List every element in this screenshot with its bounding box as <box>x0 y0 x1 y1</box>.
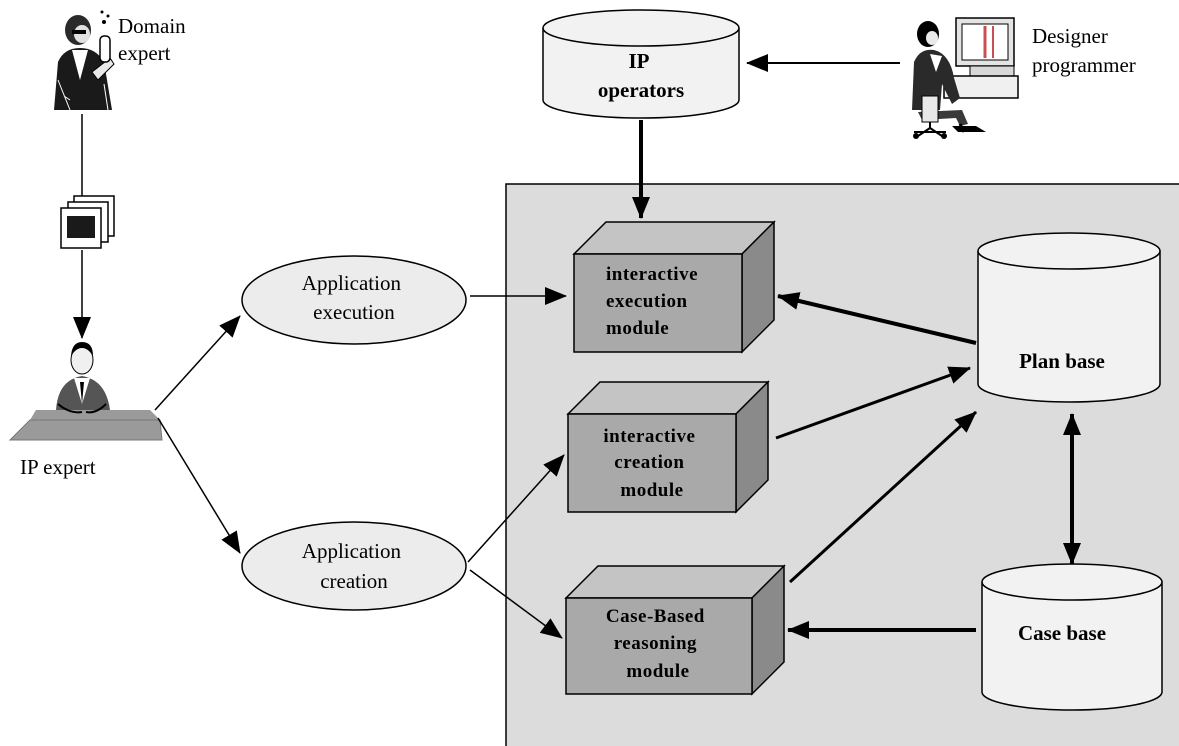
case-base-label: Case base <box>1018 621 1106 645</box>
ip-expert-label: IP expert <box>20 455 96 479</box>
ip-operators-label: IP operators <box>598 49 684 102</box>
interactive-execution-module <box>572 220 776 354</box>
creation-to-case-based-arrow <box>469 569 563 639</box>
ip-operators-database <box>542 9 740 119</box>
designer-programmer-label: Designer programmer <box>1032 24 1136 77</box>
designer-programmer-icon <box>912 17 1019 139</box>
interactive-creation-label: interactive creation module <box>603 426 700 501</box>
plan-base-database <box>977 232 1161 403</box>
domain-expert-label: Domain expert <box>118 14 191 65</box>
case-based-reasoning-label: Case-Based reasoning module <box>606 606 710 682</box>
plan-base-label: Plan base <box>1019 349 1105 373</box>
slides-icon <box>60 195 115 249</box>
ip-expert-to-creation-arrow <box>157 417 241 554</box>
creation-to-interactive-creation-arrow <box>467 454 565 563</box>
interactive-execution-label: interactive execution module <box>606 264 703 339</box>
creation-to-plan-base-arrow <box>775 366 971 440</box>
case-based-reasoning-module <box>564 564 786 696</box>
domain-expert-label-line2: expert <box>118 41 171 65</box>
domain-expert-label-line1: Domain <box>118 14 186 38</box>
interactive-creation-module <box>566 380 770 514</box>
application-execution-node <box>241 255 467 345</box>
domain-expert-icon <box>54 10 115 111</box>
plan-base-to-execution-arrow <box>777 292 977 345</box>
application-execution-label: Application execution <box>302 271 406 324</box>
application-creation-label: Application creation <box>302 539 406 593</box>
ip-expert-to-execution-arrow <box>154 315 241 411</box>
ip-expert-icon <box>8 342 163 441</box>
case-based-to-plan-base-arrow <box>788 410 978 584</box>
application-creation-node <box>241 521 467 611</box>
